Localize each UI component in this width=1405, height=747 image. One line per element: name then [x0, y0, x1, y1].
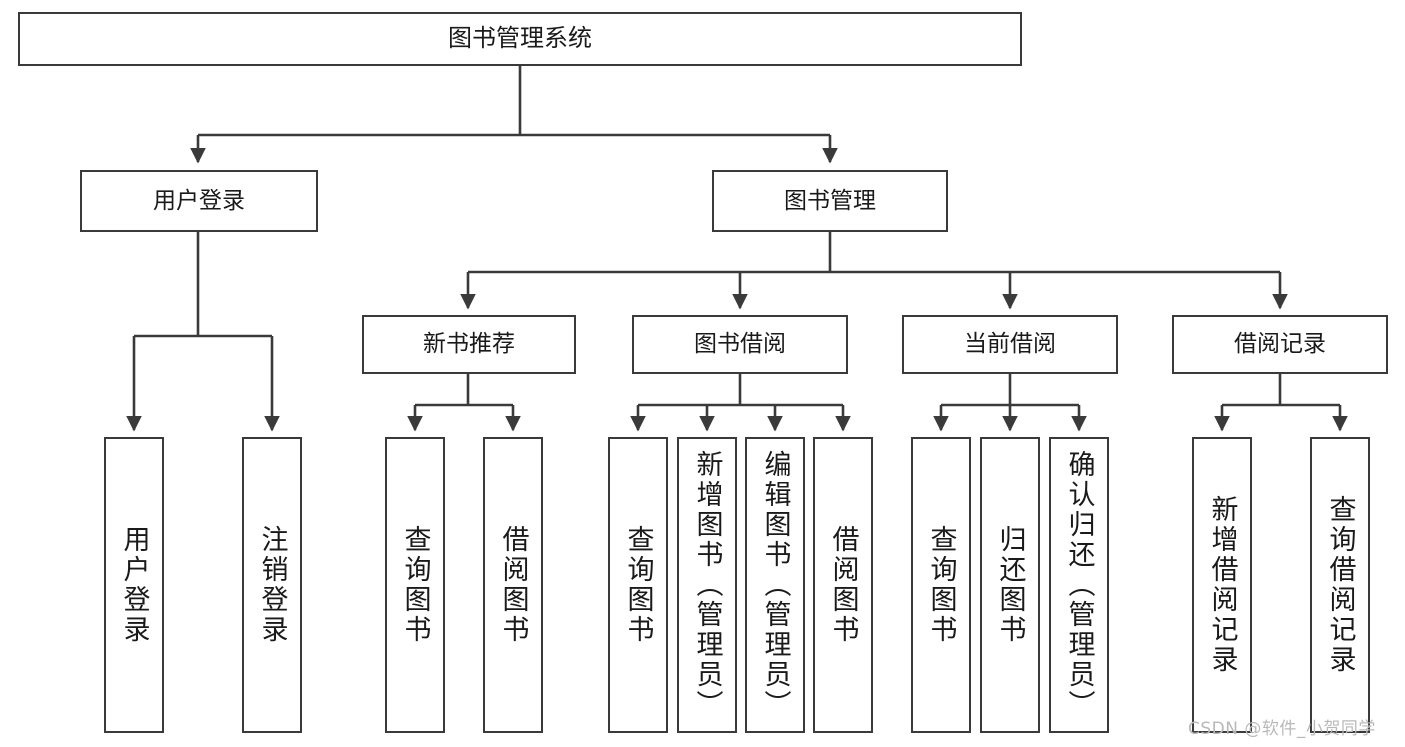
- node-leaf-borrow-book-1-label: 借阅图书: [497, 525, 529, 645]
- node-leaf-query-record[interactable]: 查询借阅记录: [1310, 437, 1370, 733]
- node-leaf-edit-book-label: 编辑图书（管理员）: [759, 450, 791, 720]
- node-leaf-return-book-label: 归还图书: [994, 525, 1026, 645]
- node-leaf-logout-login-label: 注销登录: [256, 525, 288, 645]
- node-current-borrow[interactable]: 当前借阅: [902, 315, 1118, 374]
- node-leaf-add-record[interactable]: 新增借阅记录: [1192, 437, 1252, 733]
- node-leaf-borrow-book-2[interactable]: 借阅图书: [813, 437, 873, 733]
- node-leaf-logout-login[interactable]: 注销登录: [242, 437, 302, 733]
- node-new-book-recommend[interactable]: 新书推荐: [362, 315, 576, 374]
- node-leaf-query-book-2[interactable]: 查询图书: [608, 437, 668, 733]
- node-leaf-user-login[interactable]: 用户登录: [104, 437, 164, 733]
- node-leaf-add-record-label: 新增借阅记录: [1206, 495, 1238, 675]
- node-borrow-record[interactable]: 借阅记录: [1172, 315, 1388, 374]
- node-root[interactable]: 图书管理系统: [18, 12, 1022, 66]
- node-leaf-borrow-book-2-label: 借阅图书: [827, 525, 859, 645]
- node-book-borrow[interactable]: 图书借阅: [632, 315, 848, 374]
- node-leaf-return-book[interactable]: 归还图书: [980, 437, 1040, 733]
- node-root-label: 图书管理系统: [448, 24, 592, 53]
- node-leaf-query-book-3[interactable]: 查询图书: [911, 437, 971, 733]
- node-leaf-confirm-return-label: 确认归还（管理员）: [1063, 450, 1095, 720]
- node-leaf-query-record-label: 查询借阅记录: [1324, 495, 1356, 675]
- node-new-book-recommend-label: 新书推荐: [423, 331, 515, 358]
- node-book-manage[interactable]: 图书管理: [712, 170, 948, 232]
- node-borrow-record-label: 借阅记录: [1234, 331, 1326, 358]
- node-leaf-user-login-label: 用户登录: [118, 525, 150, 645]
- watermark-text: CSDN @软件_小贺同学: [1188, 719, 1376, 739]
- node-leaf-edit-book[interactable]: 编辑图书（管理员）: [745, 437, 805, 733]
- node-leaf-query-book-1[interactable]: 查询图书: [385, 437, 445, 733]
- node-user-login-label: 用户登录: [153, 187, 245, 214]
- node-leaf-query-book-1-label: 查询图书: [399, 525, 431, 645]
- node-user-login[interactable]: 用户登录: [80, 170, 318, 232]
- node-leaf-query-book-2-label: 查询图书: [622, 525, 654, 645]
- node-leaf-add-book-label: 新增图书（管理员）: [691, 450, 723, 720]
- node-leaf-add-book[interactable]: 新增图书（管理员）: [677, 437, 737, 733]
- node-leaf-borrow-book-1[interactable]: 借阅图书: [483, 437, 543, 733]
- node-current-borrow-label: 当前借阅: [964, 331, 1056, 358]
- node-leaf-query-book-3-label: 查询图书: [925, 525, 957, 645]
- node-book-borrow-label: 图书借阅: [694, 331, 786, 358]
- node-leaf-confirm-return[interactable]: 确认归还（管理员）: [1049, 437, 1109, 733]
- node-book-manage-label: 图书管理: [784, 187, 876, 214]
